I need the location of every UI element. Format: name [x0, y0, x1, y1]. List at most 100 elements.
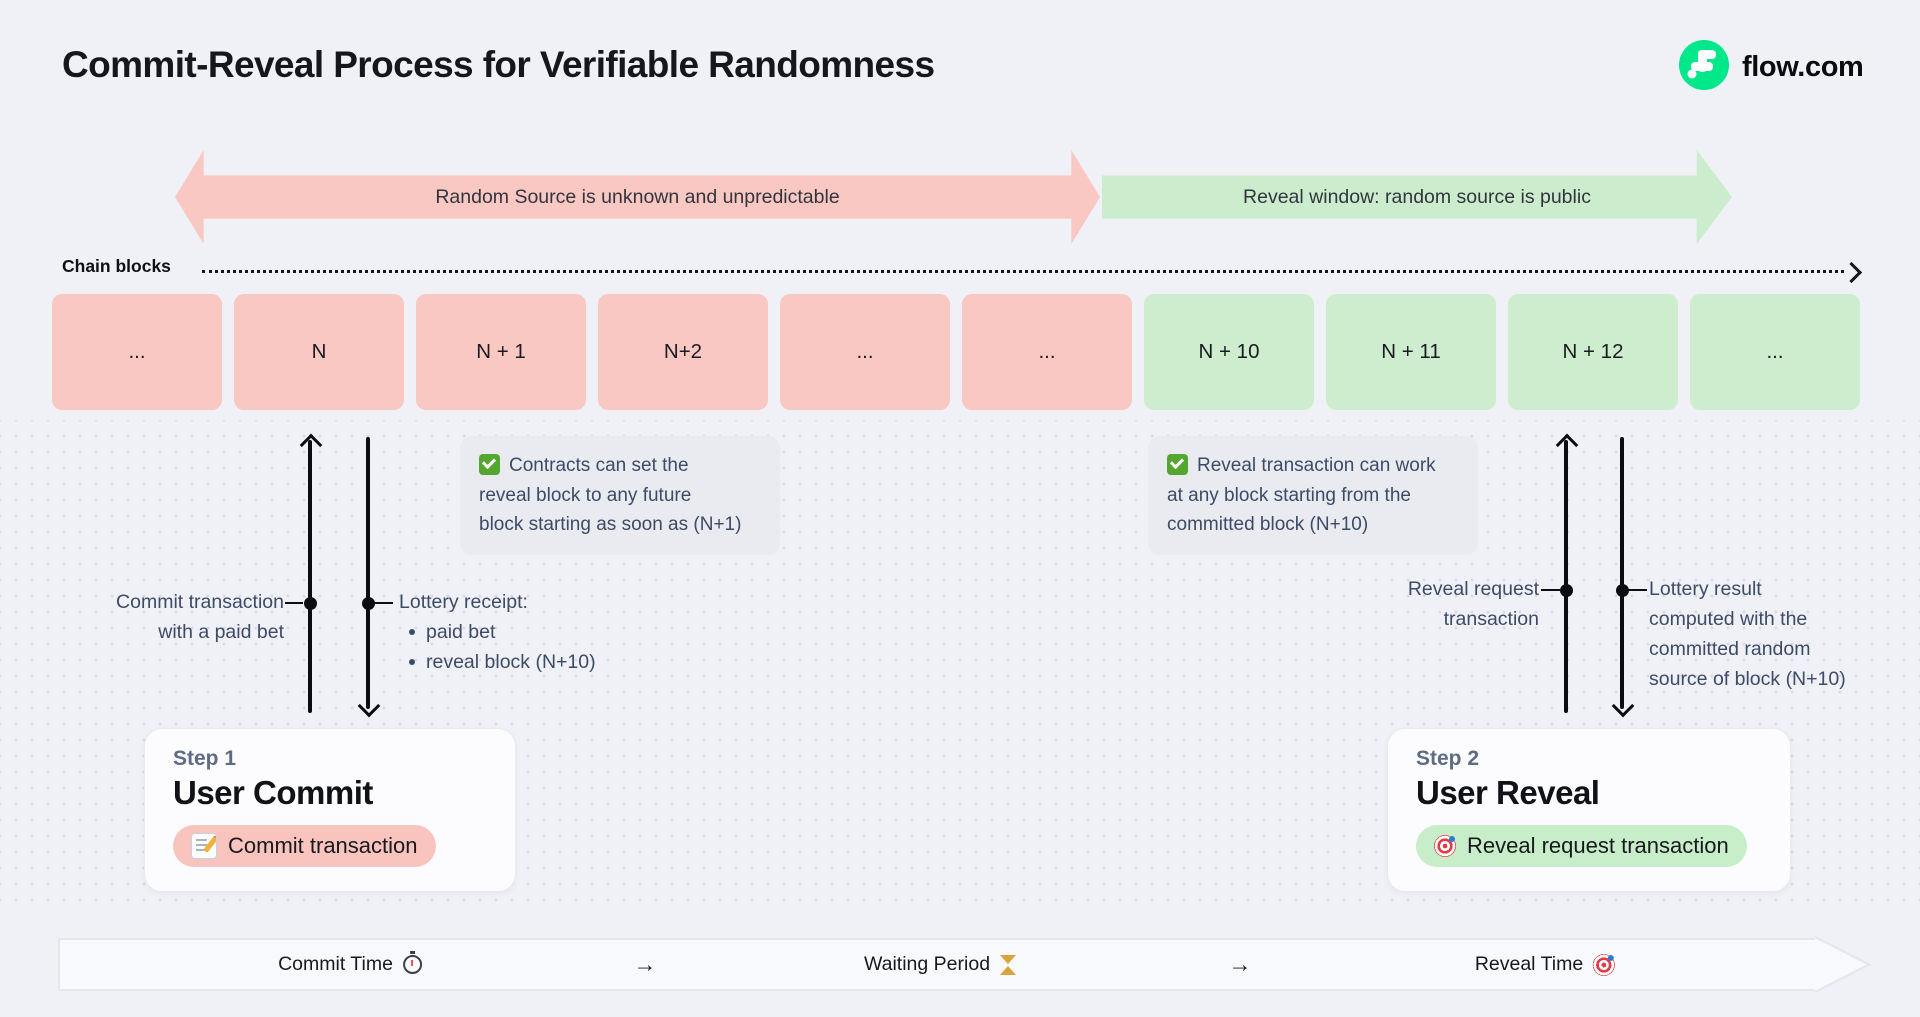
note-line: committed block (N+10) — [1167, 514, 1369, 535]
annotation-line: with a paid bet — [158, 621, 284, 643]
chain-block: N+2 — [598, 294, 768, 410]
annotation-line: Commit transaction — [116, 591, 284, 613]
unpredictable-phase-label: Random Source is unknown and unpredictab… — [435, 185, 840, 208]
annotation-line: committed random — [1649, 638, 1811, 660]
connector-line — [285, 601, 303, 604]
lottery-receipt-annotation: Lottery receipt: paid bet reveal block (… — [399, 587, 596, 677]
page-title: Commit-Reveal Process for Verifiable Ran… — [62, 44, 935, 85]
commit-transaction-pill: Commit transaction — [173, 825, 436, 867]
receipt-bullet: paid bet — [399, 617, 596, 647]
note-line: at any block starting from the — [1167, 484, 1411, 506]
chain-block-label: N + 12 — [1562, 340, 1624, 363]
note-line: reveal block to any future — [479, 484, 692, 506]
commit-annotation: Commit transaction with a paid bet — [70, 587, 284, 647]
timeline-label: Waiting Period — [863, 953, 991, 975]
chain-block: ... — [52, 294, 222, 410]
chain-block-label: ... — [1038, 340, 1056, 363]
step-card-user-reveal: Step 2 User Reveal Reveal request transa… — [1387, 728, 1791, 892]
note-line: Contracts can set the — [509, 455, 689, 476]
pill-label: Commit transaction — [228, 833, 418, 858]
chain-block-label: ... — [1766, 340, 1784, 363]
connector-line — [374, 601, 393, 604]
step-card-user-commit: Step 1 User Commit Commit transaction — [144, 728, 516, 892]
chain-block: ... — [1690, 294, 1860, 410]
stopwatch-icon — [402, 951, 422, 974]
connector-line — [1628, 588, 1647, 591]
bullet-dot — [409, 659, 415, 665]
connector-line — [1541, 588, 1560, 591]
step-label: Step 2 — [1416, 747, 1480, 770]
chain-block: N — [234, 294, 404, 410]
hourglass-icon — [1000, 954, 1017, 975]
reveal-annotation: Reveal request transaction — [1325, 574, 1539, 634]
annotation-line: transaction — [1443, 608, 1539, 630]
chain-block: N + 11 — [1326, 294, 1496, 410]
timeline-bar — [58, 938, 1815, 991]
note-reveal-window: Reveal transaction can work at any block… — [1148, 436, 1478, 555]
unpredictable-phase-banner: Random Source is unknown and unpredictab… — [175, 150, 1100, 244]
reveal-request-pill: Reveal request transaction — [1416, 825, 1747, 867]
timeline-arrow-glyph: → — [633, 951, 657, 977]
receipt-bullet-label: reveal block (N+10) — [426, 651, 596, 673]
chain-block-label: N + 11 — [1381, 340, 1441, 363]
connector-dot — [303, 596, 317, 610]
result-down-arrow — [1620, 437, 1624, 709]
chain-block-row: ... N N + 1 N+2 ... ... N + 10 N + 11 N … — [52, 294, 1860, 410]
timeline-chevron-icon — [1814, 936, 1873, 998]
chain-block: N + 12 — [1508, 294, 1678, 410]
chain-block-label: N + 10 — [1198, 340, 1260, 363]
chain-block-label: N+2 — [663, 340, 703, 363]
timeline-item-commit-time: Commit Time — [278, 938, 422, 991]
target-icon — [1434, 835, 1456, 857]
receipt-bullet: reveal block (N+10) — [399, 647, 596, 677]
annotation-line: Lottery result — [1649, 578, 1762, 600]
timeline-arrow: → — [634, 938, 657, 991]
annotation-line: Reveal request — [1407, 578, 1539, 600]
target-icon — [1593, 953, 1616, 976]
chain-block: ... — [962, 294, 1132, 410]
connector-dot — [361, 596, 375, 610]
chain-dotted-line — [202, 270, 1844, 273]
receipt-bullet-label: paid bet — [426, 621, 496, 643]
lottery-result-annotation: Lottery result computed with the committ… — [1649, 574, 1904, 694]
timeline-arrow: → — [1229, 938, 1252, 991]
brand: flow.com — [1679, 40, 1864, 95]
check-icon — [1167, 454, 1188, 475]
reveal-up-arrow — [1564, 440, 1568, 713]
annotation-line: source of block (N+10) — [1649, 668, 1846, 690]
step-title: User Commit — [173, 774, 373, 811]
memo-icon — [191, 833, 217, 859]
chain-block-label: ... — [856, 340, 874, 363]
chain-arrowhead-icon — [1840, 261, 1863, 284]
timeline-item-waiting-period: Waiting Period — [863, 938, 1017, 991]
timeline-item-reveal-time: Reveal Time — [1474, 938, 1616, 991]
reveal-window-label: Reveal window: random source is public — [1243, 185, 1591, 208]
receipt-title: Lottery receipt: — [399, 591, 528, 613]
chain-block: ... — [780, 294, 950, 410]
commit-up-arrow — [308, 440, 312, 713]
reveal-window-banner: Reveal window: random source is public — [1102, 150, 1732, 244]
chain-blocks-label: Chain blocks — [62, 256, 171, 276]
chain-block: N + 1 — [416, 294, 586, 410]
note-line: Reveal transaction can work — [1197, 455, 1436, 476]
chain-block-label: N — [311, 340, 327, 363]
connector-dot — [1559, 583, 1573, 597]
pill-label: Reveal request transaction — [1467, 833, 1729, 858]
step-title: User Reveal — [1416, 774, 1600, 811]
timeline-label: Reveal Time — [1474, 953, 1584, 975]
timeline-arrow-glyph: → — [1228, 951, 1252, 977]
brand-name: flow.com — [1742, 51, 1864, 83]
timeline-label: Commit Time — [278, 953, 393, 975]
flow-logo-icon — [1679, 40, 1729, 95]
chain-block: N + 10 — [1144, 294, 1314, 410]
check-icon — [479, 454, 500, 475]
bullet-dot — [409, 629, 415, 635]
receipt-down-arrow — [366, 437, 370, 709]
note-line: block starting as soon as (N+1) — [479, 514, 742, 535]
annotation-line: computed with the — [1649, 608, 1808, 630]
note-commit-window: Contracts can set the reveal block to an… — [460, 436, 780, 555]
step-label: Step 1 — [173, 747, 237, 770]
connector-dot — [1615, 583, 1629, 597]
chain-block-label: N + 1 — [476, 340, 526, 363]
